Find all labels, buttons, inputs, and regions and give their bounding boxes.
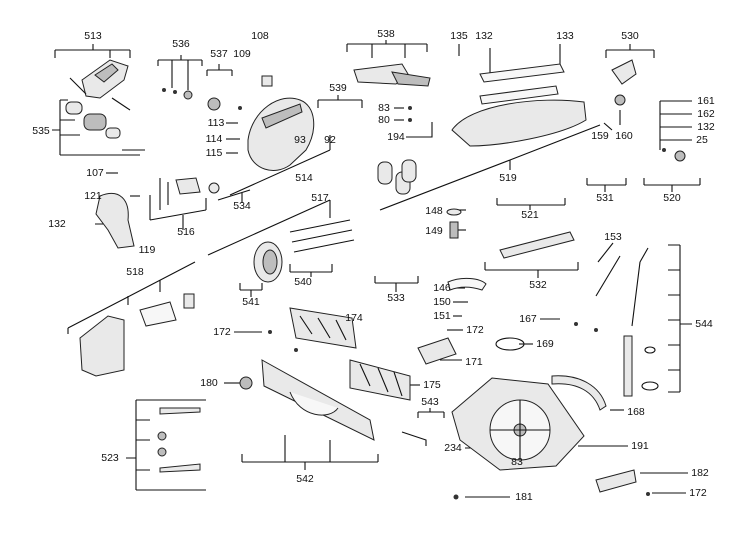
part-label-135: 135 (450, 29, 468, 42)
part-label-119: 119 (138, 243, 156, 256)
part-label-153: 153 (604, 230, 622, 243)
part-label-531: 531 (596, 191, 614, 204)
part-label-175: 175 (423, 378, 441, 391)
part-label-133: 133 (556, 29, 574, 42)
part-label-521: 521 (521, 208, 539, 221)
part-label-180: 180 (200, 376, 218, 389)
part-label-535: 535 (32, 124, 50, 137)
part-label-167: 167 (519, 312, 537, 325)
part-label-540: 540 (294, 275, 312, 288)
part-label-523: 523 (101, 451, 119, 464)
part-label-108: 108 (251, 29, 269, 42)
part-label-149: 149 (425, 224, 443, 237)
part-label-132-left: 132 (48, 217, 66, 230)
part-label-121: 121 (84, 189, 102, 202)
part-label-172-left: 172 (213, 325, 231, 338)
part-label-234: 234 (444, 441, 462, 454)
part-label-80: 80 (378, 113, 390, 126)
part-label-132-right: 132 (697, 120, 715, 133)
part-label-518: 518 (126, 265, 144, 278)
part-label-517: 517 (311, 191, 329, 204)
part-label-542: 542 (296, 472, 314, 485)
part-label-532: 532 (529, 278, 547, 291)
part-label-93: 93 (294, 133, 306, 146)
part-label-530: 530 (621, 29, 639, 42)
part-label-148: 148 (425, 204, 443, 217)
part-label-150: 150 (433, 295, 451, 308)
part-label-132-top: 132 (475, 29, 493, 42)
part-label-182: 182 (691, 466, 709, 479)
part-label-146: 146 (433, 281, 451, 294)
part-label-168: 168 (627, 405, 645, 418)
part-label-174: 174 (345, 311, 363, 324)
part-label-83-top: 83 (378, 101, 390, 114)
part-label-161: 161 (697, 94, 715, 107)
part-label-115: 115 (205, 146, 223, 159)
part-label-92: 92 (324, 133, 336, 146)
part-label-520: 520 (663, 191, 681, 204)
part-label-25: 25 (696, 133, 708, 146)
part-label-194: 194 (387, 130, 405, 143)
part-label-160: 160 (615, 129, 633, 142)
part-label-83-bottom: 83 (511, 455, 523, 468)
part-label-172-mid: 172 (466, 323, 484, 336)
part-label-513: 513 (84, 29, 102, 42)
part-label-169: 169 (536, 337, 554, 350)
part-label-534: 534 (233, 199, 251, 212)
part-label-541: 541 (242, 295, 260, 308)
part-label-543: 543 (421, 395, 439, 408)
part-label-191: 191 (631, 439, 649, 452)
part-label-516: 516 (177, 225, 195, 238)
part-label-107: 107 (86, 166, 104, 179)
part-label-538: 538 (377, 27, 395, 40)
part-label-519: 519 (499, 171, 517, 184)
part-label-514: 514 (295, 171, 313, 184)
part-label-536: 536 (172, 37, 190, 50)
part-label-162: 162 (697, 107, 715, 120)
part-label-172-bottom: 172 (689, 486, 707, 499)
part-label-537: 537 (210, 47, 228, 60)
part-label-533: 533 (387, 291, 405, 304)
part-label-109: 109 (233, 47, 251, 60)
part-label-171: 171 (465, 355, 483, 368)
part-label-113: 113 (207, 116, 225, 129)
part-label-181: 181 (515, 490, 533, 503)
part-label-539: 539 (329, 81, 347, 94)
part-label-159: 159 (591, 129, 609, 142)
part-label-151: 151 (433, 309, 451, 322)
part-label-114: 114 (205, 132, 223, 145)
part-label-544: 544 (695, 317, 713, 330)
